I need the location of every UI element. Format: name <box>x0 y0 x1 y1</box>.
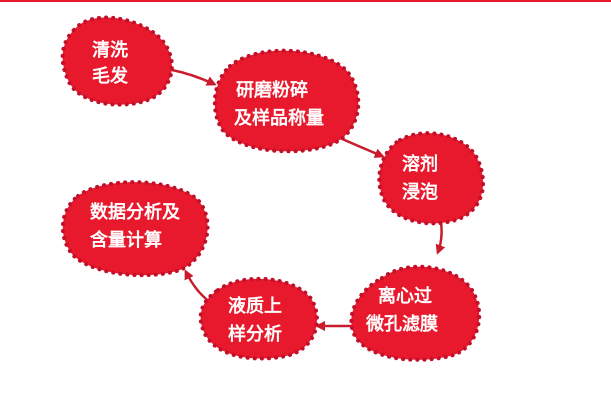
step-1-wash-hair: 清洗 毛发 <box>60 15 174 107</box>
arrow-5-to-6 <box>184 269 212 304</box>
step-3-solvent-soak: 溶剂 浸泡 <box>377 131 486 226</box>
step-3-line-2: 浸泡 <box>402 181 438 203</box>
step-5-line-2: 样分析 <box>228 323 282 345</box>
step-6-data-analysis: 数据分析及 含量计算 <box>60 180 210 278</box>
arrow-1-to-2 <box>170 68 217 86</box>
step-1-line-1: 清洗 <box>92 39 128 61</box>
step-2-blob <box>212 48 361 154</box>
step-6-line-1: 数据分析及 <box>90 201 181 223</box>
step-3-blob <box>377 131 486 226</box>
step-4-blob <box>349 264 482 362</box>
step-5-line-1: 液质上 <box>228 295 282 317</box>
step-4-centrifuge-filter: 离心过 微孔滤膜 <box>349 264 482 362</box>
step-1-line-2: 毛发 <box>92 65 129 87</box>
step-5-blob <box>198 276 319 361</box>
step-4-line-2: 微孔滤膜 <box>365 313 438 335</box>
step-6-blob <box>60 180 210 278</box>
step-2-grind-weigh: 研磨粉碎 及样品称量 <box>212 48 361 154</box>
step-6-line-2: 含量计算 <box>90 229 162 251</box>
step-1-blob <box>60 15 174 107</box>
step-2-line-2: 及样品称量 <box>234 107 324 129</box>
step-4-line-1: 离心过 <box>378 285 432 307</box>
step-2-line-1: 研磨粉碎 <box>236 79 308 101</box>
step-5-lcms-analysis: 液质上 样分析 <box>198 276 319 361</box>
arrow-2-to-3 <box>338 136 385 158</box>
step-3-line-1: 溶剂 <box>402 153 438 175</box>
